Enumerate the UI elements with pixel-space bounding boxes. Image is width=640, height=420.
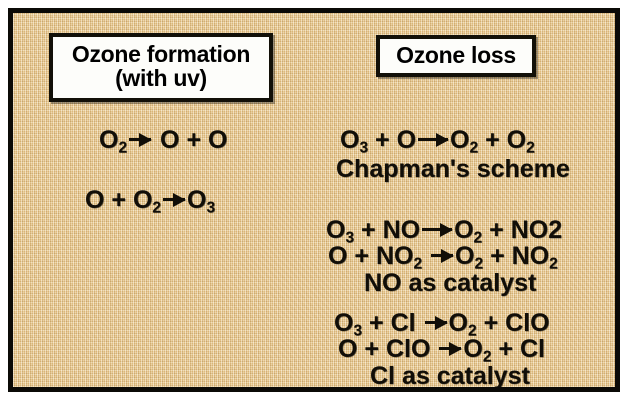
reaction-arrow-icon — [163, 191, 187, 209]
plus-sign: + — [375, 126, 390, 154]
species-O: O — [132, 186, 153, 214]
plus-sign: + — [485, 126, 500, 154]
species-Cl: Cl — [519, 335, 545, 363]
diagram-content: Ozone formation (with uv) O2 O + O O + O… — [13, 13, 615, 387]
species-ClO: ClO — [505, 309, 550, 337]
subscript-2: 2 — [474, 255, 484, 273]
species-O: O — [326, 216, 346, 244]
ozone-formation-title-line2: (with uv) — [115, 65, 207, 92]
ozone-formation-title-box: Ozone formation (with uv) — [49, 33, 273, 103]
species-O: O — [208, 126, 228, 154]
ozone-loss-title: Ozone loss — [396, 42, 516, 68]
plus-sign: + — [364, 335, 380, 363]
subscript-2: 2 — [118, 139, 128, 157]
equation-o2-photolysis: O2 O + O — [99, 128, 227, 156]
species-NO: NO — [511, 242, 550, 270]
subscript-3: 3 — [353, 322, 363, 340]
caption-chapman-scheme: Chapman's scheme — [336, 155, 570, 183]
subscript-2: 2 — [473, 229, 483, 247]
species-O: O — [506, 126, 527, 154]
species-NO: NO — [382, 216, 421, 244]
plus-sign: + — [186, 126, 202, 154]
reaction-arrow-icon — [431, 247, 455, 265]
subscript-2: 2 — [468, 322, 477, 340]
species-O: O — [463, 335, 483, 363]
reaction-arrow-icon — [439, 340, 463, 358]
subscript-3: 3 — [206, 199, 216, 217]
species-NO: NO — [510, 216, 549, 244]
reaction-arrow-icon — [424, 314, 448, 332]
inline-2: 2 — [548, 216, 563, 244]
species-O: O — [455, 242, 475, 270]
species-ClO: ClO — [385, 335, 431, 363]
caption-no-as-catalyst: NO as catalyst — [364, 269, 537, 297]
subscript-3: 3 — [345, 229, 355, 247]
species-O: O — [99, 126, 119, 154]
species-O: O — [187, 186, 207, 214]
ozone-loss-title-box: Ozone loss — [376, 35, 536, 78]
plus-sign: + — [361, 216, 376, 244]
plus-sign: + — [483, 309, 499, 337]
ozone-formation-panel: Ozone formation (with uv) O2 O + O O + O… — [13, 13, 314, 387]
species-Cl: Cl — [390, 309, 416, 337]
species-O: O — [448, 309, 468, 337]
reaction-arrow-icon — [422, 221, 454, 239]
reaction-arrow-icon — [129, 131, 153, 149]
plus-sign: + — [369, 309, 384, 337]
equation-cl-catalysis-2: O + ClO O2 + Cl — [338, 337, 545, 365]
subscript-2: 2 — [469, 139, 479, 157]
plus-sign: + — [490, 242, 505, 270]
species-O: O — [450, 126, 470, 154]
equation-no-catalysis-2: O + NO2 O2 + NO2 — [328, 244, 558, 272]
subscript-2: 2 — [413, 255, 423, 273]
ozone-formation-title-line1: Ozone formation — [71, 41, 251, 67]
species-O: O — [85, 186, 105, 214]
caption-cl-as-catalyst: Cl as catalyst — [370, 362, 530, 390]
species-NO: NO — [375, 242, 414, 270]
subscript-2: 2 — [482, 348, 492, 366]
subscript-2: 2 — [152, 199, 162, 217]
plus-sign: + — [498, 335, 514, 363]
species-O: O — [334, 309, 354, 337]
ozone-chemistry-diagram: Ozone formation (with uv) O2 O + O O + O… — [8, 8, 620, 392]
subscript-2: 2 — [549, 255, 558, 273]
species-O: O — [160, 126, 180, 154]
species-O: O — [396, 126, 417, 154]
species-O: O — [340, 126, 360, 154]
plus-sign: + — [111, 186, 127, 214]
plus-sign: + — [354, 242, 370, 270]
reaction-arrow-icon — [418, 131, 450, 149]
plus-sign: + — [489, 216, 504, 244]
species-O: O — [328, 242, 348, 270]
species-O: O — [338, 335, 358, 363]
species-O: O — [454, 216, 474, 244]
equation-cl-catalysis-1: O3 + Cl O2 + ClO — [334, 311, 550, 339]
subscript-2: 2 — [526, 139, 535, 157]
subscript-3: 3 — [359, 139, 369, 157]
